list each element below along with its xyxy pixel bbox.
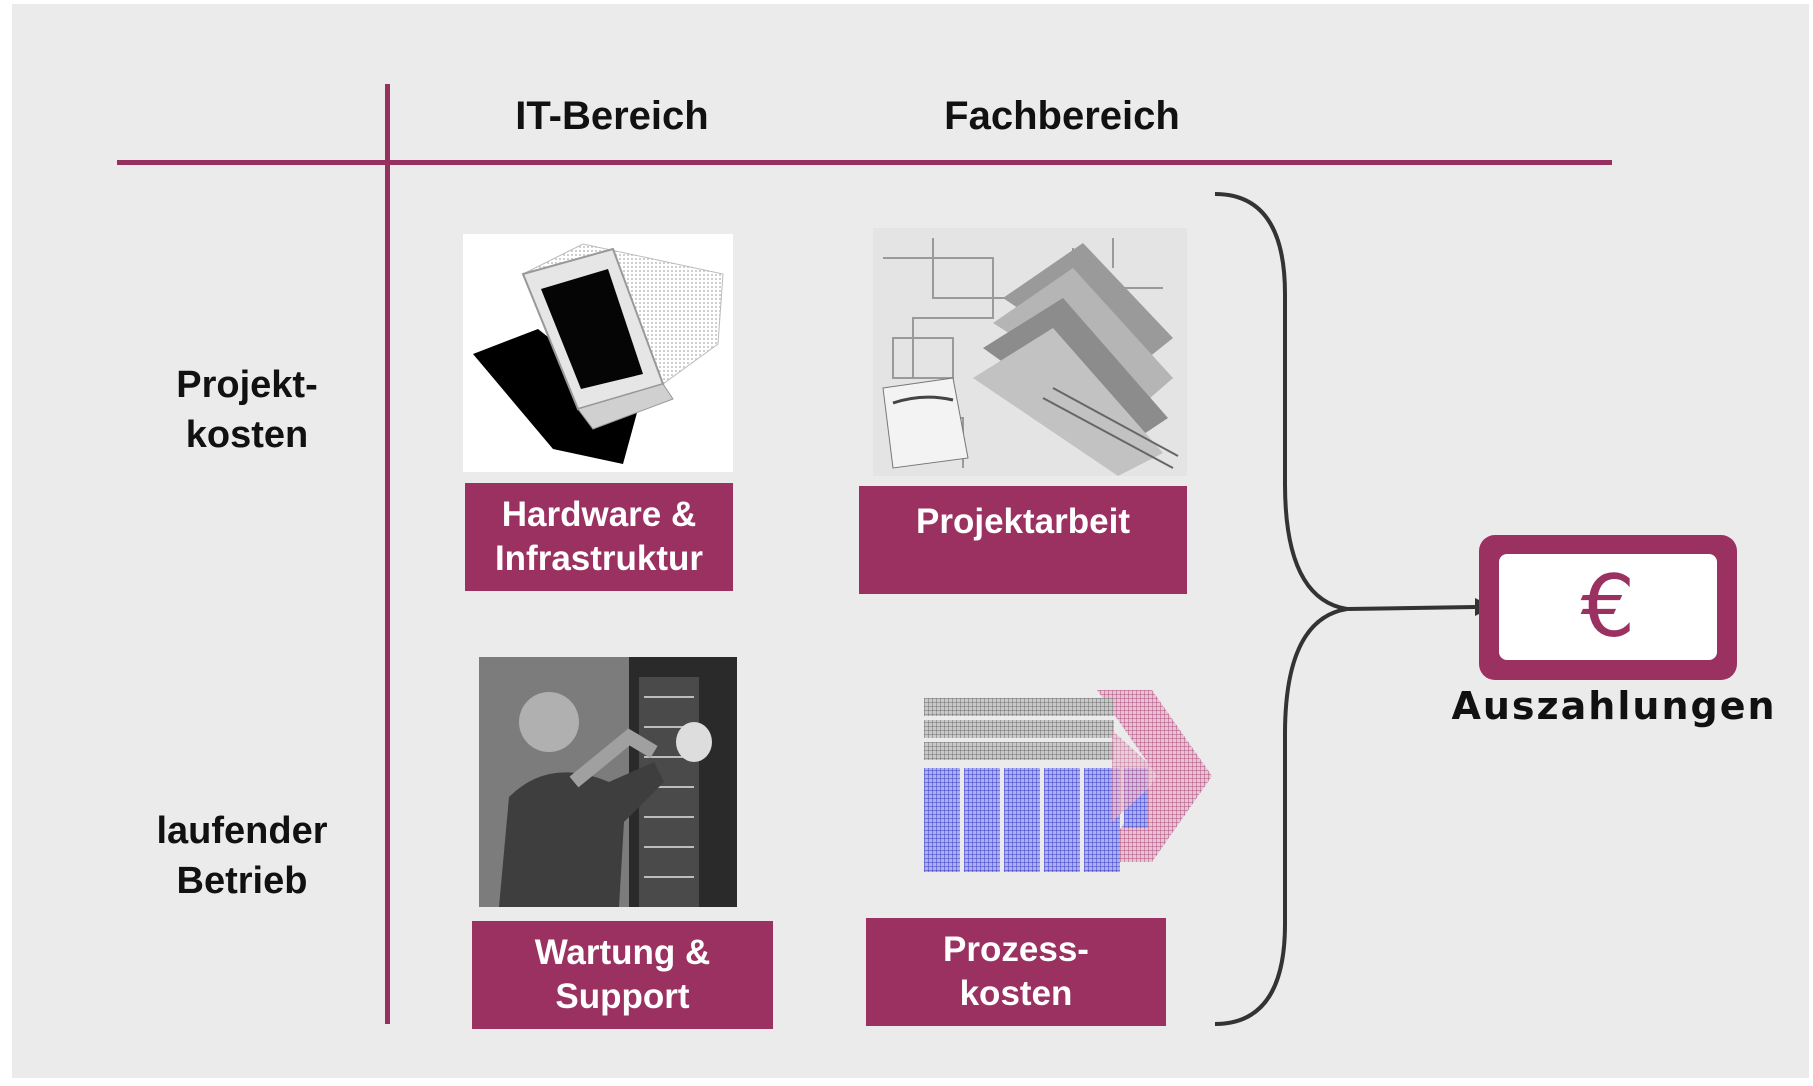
row-header-line: Projekt- [176, 364, 318, 406]
row-header-line: Betrieb [176, 860, 308, 902]
technician-server-rack-icon [479, 657, 737, 907]
column-header-business: Fachbereich [944, 94, 1180, 138]
result-label: Auszahlungen [1451, 684, 1777, 728]
cell-process-costs: Prozess- kosten [866, 918, 1166, 1026]
horizontal-divider [117, 160, 1612, 165]
cell-project-work: Projektarbeit [859, 486, 1187, 594]
vertical-divider [385, 84, 390, 1024]
slide: IT-Bereich Fachbereich Projekt- kosten l… [12, 4, 1809, 1078]
process-chevron-icon [912, 690, 1217, 876]
cell-maintenance-support: Wartung & Support [472, 921, 773, 1029]
row-header-line: laufender [156, 810, 328, 852]
column-header-it: IT-Bereich [515, 94, 709, 138]
euro-symbol: € [1580, 557, 1636, 657]
cell-hardware-infrastructure: Hardware & Infrastruktur [465, 483, 733, 591]
blueprint-plans-icon [873, 228, 1187, 476]
euro-icon: € [1479, 535, 1737, 680]
curly-brace-connector [1214, 192, 1493, 1026]
row-header-line: kosten [185, 414, 309, 456]
row-header-operations: laufender Betrieb [112, 806, 372, 906]
computer-monitor-icon [463, 234, 733, 472]
row-header-project-costs: Projekt- kosten [122, 360, 372, 460]
